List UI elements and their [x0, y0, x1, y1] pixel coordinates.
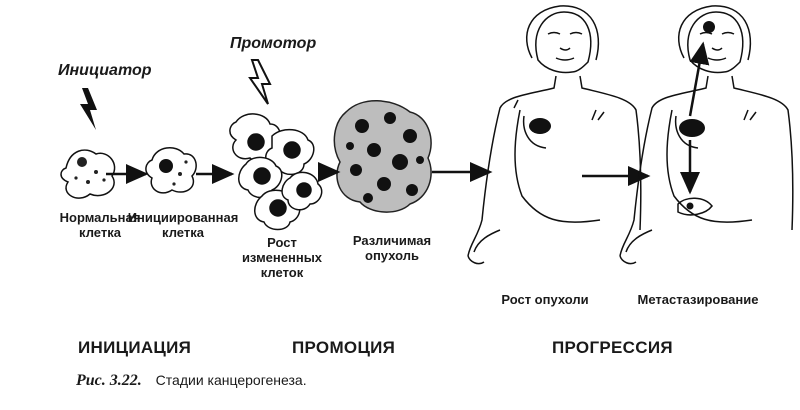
caption-text: Стадии канцерогенеза.	[155, 372, 307, 388]
primary-tumor-icon	[679, 119, 705, 137]
figure-caption: Рис. 3.22. Стадии канцерогенеза.	[76, 372, 307, 390]
stage-progression: ПРОГРЕССИЯ	[552, 338, 673, 357]
stage-initiation: ИНИЦИАЦИЯ	[78, 338, 192, 357]
altered-growth-label: Рост измененных клеток	[241, 235, 323, 280]
initiated-cell-shape	[145, 147, 197, 194]
distant-metastasis-icon	[686, 202, 694, 210]
initiator-lightning-icon	[80, 88, 97, 130]
normal-cell-shape	[60, 149, 116, 199]
figure-number: Рис. 3.22.	[76, 372, 142, 389]
breast-tumor-icon	[529, 118, 551, 134]
promoter-lightning-icon	[248, 59, 272, 105]
altered-cells-cluster	[229, 113, 323, 231]
initiated-cell-label: Инициированная клетка	[127, 210, 239, 240]
visible-tumor-label: Различимая опухоль	[352, 233, 432, 263]
brain-metastasis-icon	[703, 21, 715, 33]
initiator-label: Инициатор	[58, 62, 152, 79]
visible-tumor-mass	[333, 100, 432, 213]
metastasis-arrow-up	[688, 41, 710, 117]
stage-promotion: ПРОМОЦИЯ	[292, 338, 396, 357]
promoter-label: Промотор	[230, 35, 317, 52]
figure-tumor-growth	[467, 5, 642, 265]
figure-metastasis	[619, 5, 794, 265]
metastasis-label: Метастазирование	[637, 292, 759, 307]
tumor-growth-label: Рост опухоли	[501, 292, 589, 307]
normal-cell-label: Нормальная клетка	[59, 210, 141, 240]
